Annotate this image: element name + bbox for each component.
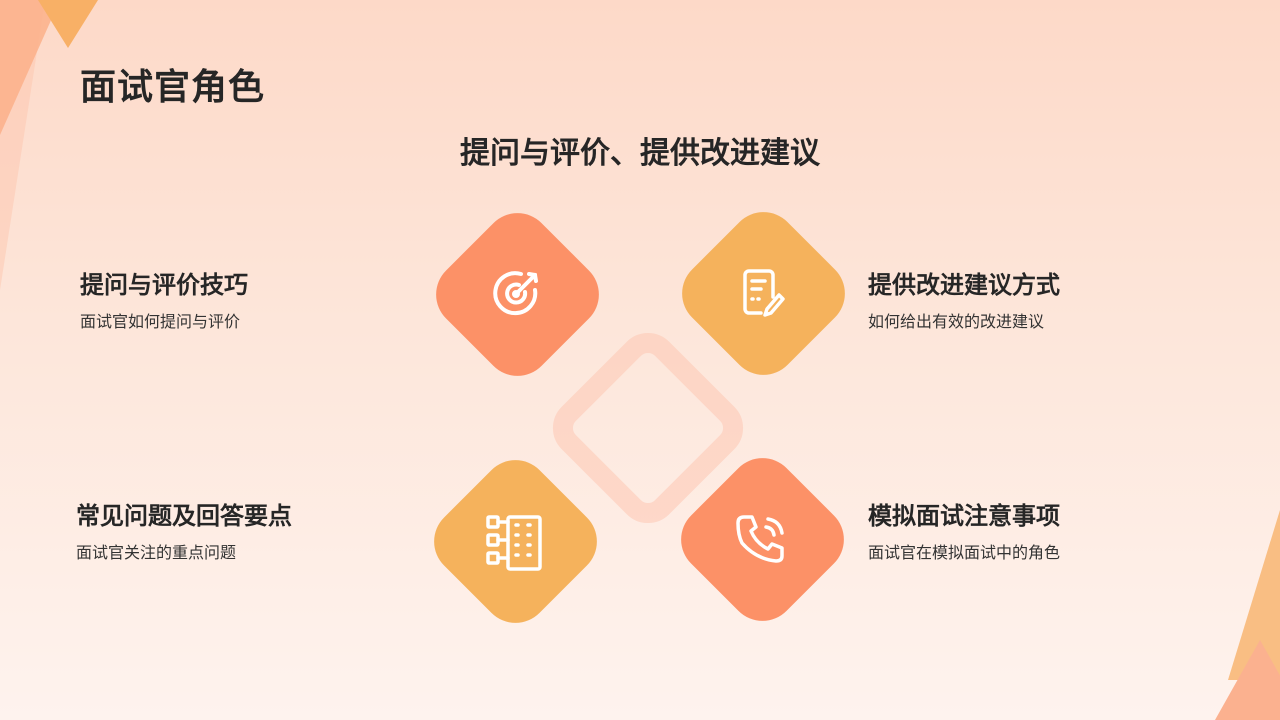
item-desc-mock-interview: 面试官在模拟面试中的角色 (868, 543, 1061, 562)
phone-call-icon (730, 507, 794, 571)
corner-decoration-bottom-triangle (1215, 640, 1280, 720)
item-title-mock-interview: 模拟面试注意事项 (868, 502, 1060, 530)
item-title-questioning: 提问与评价技巧 (80, 271, 248, 299)
page-title: 面试官角色 (80, 67, 266, 108)
item-title-common-questions: 常见问题及回答要点 (76, 502, 292, 530)
item-title-suggestions: 提供改进建议方式 (868, 271, 1060, 299)
corner-decoration-small-triangle (38, 0, 98, 48)
item-desc-questioning: 面试官如何提问与评价 (80, 312, 241, 331)
slide-subtitle: 提问与评价、提供改进建议 (460, 136, 820, 171)
document-edit-icon (731, 261, 795, 325)
item-desc-suggestions: 如何给出有效的改进建议 (868, 312, 1045, 331)
item-desc-common-questions: 面试官关注的重点问题 (76, 543, 237, 562)
target-icon (485, 262, 549, 326)
building-icon (482, 509, 546, 573)
